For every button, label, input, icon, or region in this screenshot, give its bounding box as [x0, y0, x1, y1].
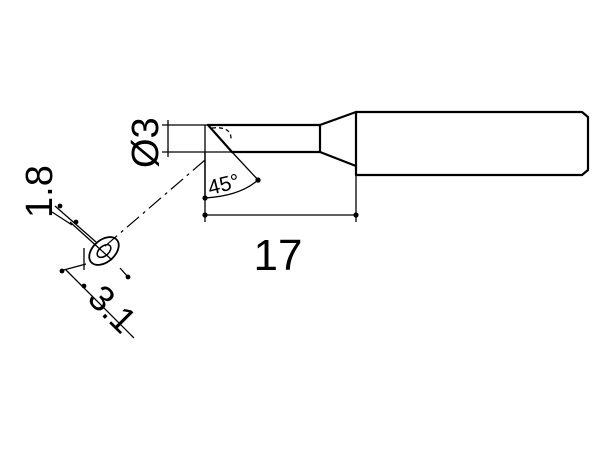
tip-length-dot-a: [81, 283, 87, 289]
length-dot-right: [353, 212, 359, 218]
tip-width-label: 1.8: [19, 165, 61, 218]
bevel-hidden-arc: [211, 127, 232, 141]
tip-width-dot-a: [57, 203, 63, 209]
length-dot-left: [202, 212, 208, 218]
tip-width-dimension: [51, 205, 113, 261]
tip-sleeve: [354, 110, 590, 177]
tip-face-inner: [96, 243, 112, 259]
tip-length-dim-line: [65, 269, 135, 339]
angle-dimension: [204, 125, 261, 200]
taper-bottom: [318, 150, 358, 168]
tip-length-ext-left: [59, 263, 87, 272]
angle-ext-bevel: [231, 151, 261, 183]
section-centerline: [103, 159, 206, 248]
angle-label: 45°: [206, 170, 242, 200]
length-label: 17: [254, 231, 303, 280]
diameter-label: Ø3: [125, 117, 167, 168]
angle-dot-left: [202, 195, 208, 201]
bevel-face: [206, 123, 234, 154]
tip-outline: [206, 110, 590, 177]
taper-top: [318, 110, 358, 127]
tip-width-dot-b: [73, 219, 79, 225]
tip-length-dot-c: [59, 268, 65, 274]
tip-length-dot-b: [125, 274, 131, 280]
angle-dot-right: [255, 177, 261, 183]
tip-width-ext-lower: [69, 221, 113, 261]
angle-arc: [204, 179, 259, 199]
tip-width-dim-line: [51, 211, 73, 226]
tip-length-label: 3.1: [80, 277, 144, 341]
diameter-dimension: [162, 120, 232, 157]
